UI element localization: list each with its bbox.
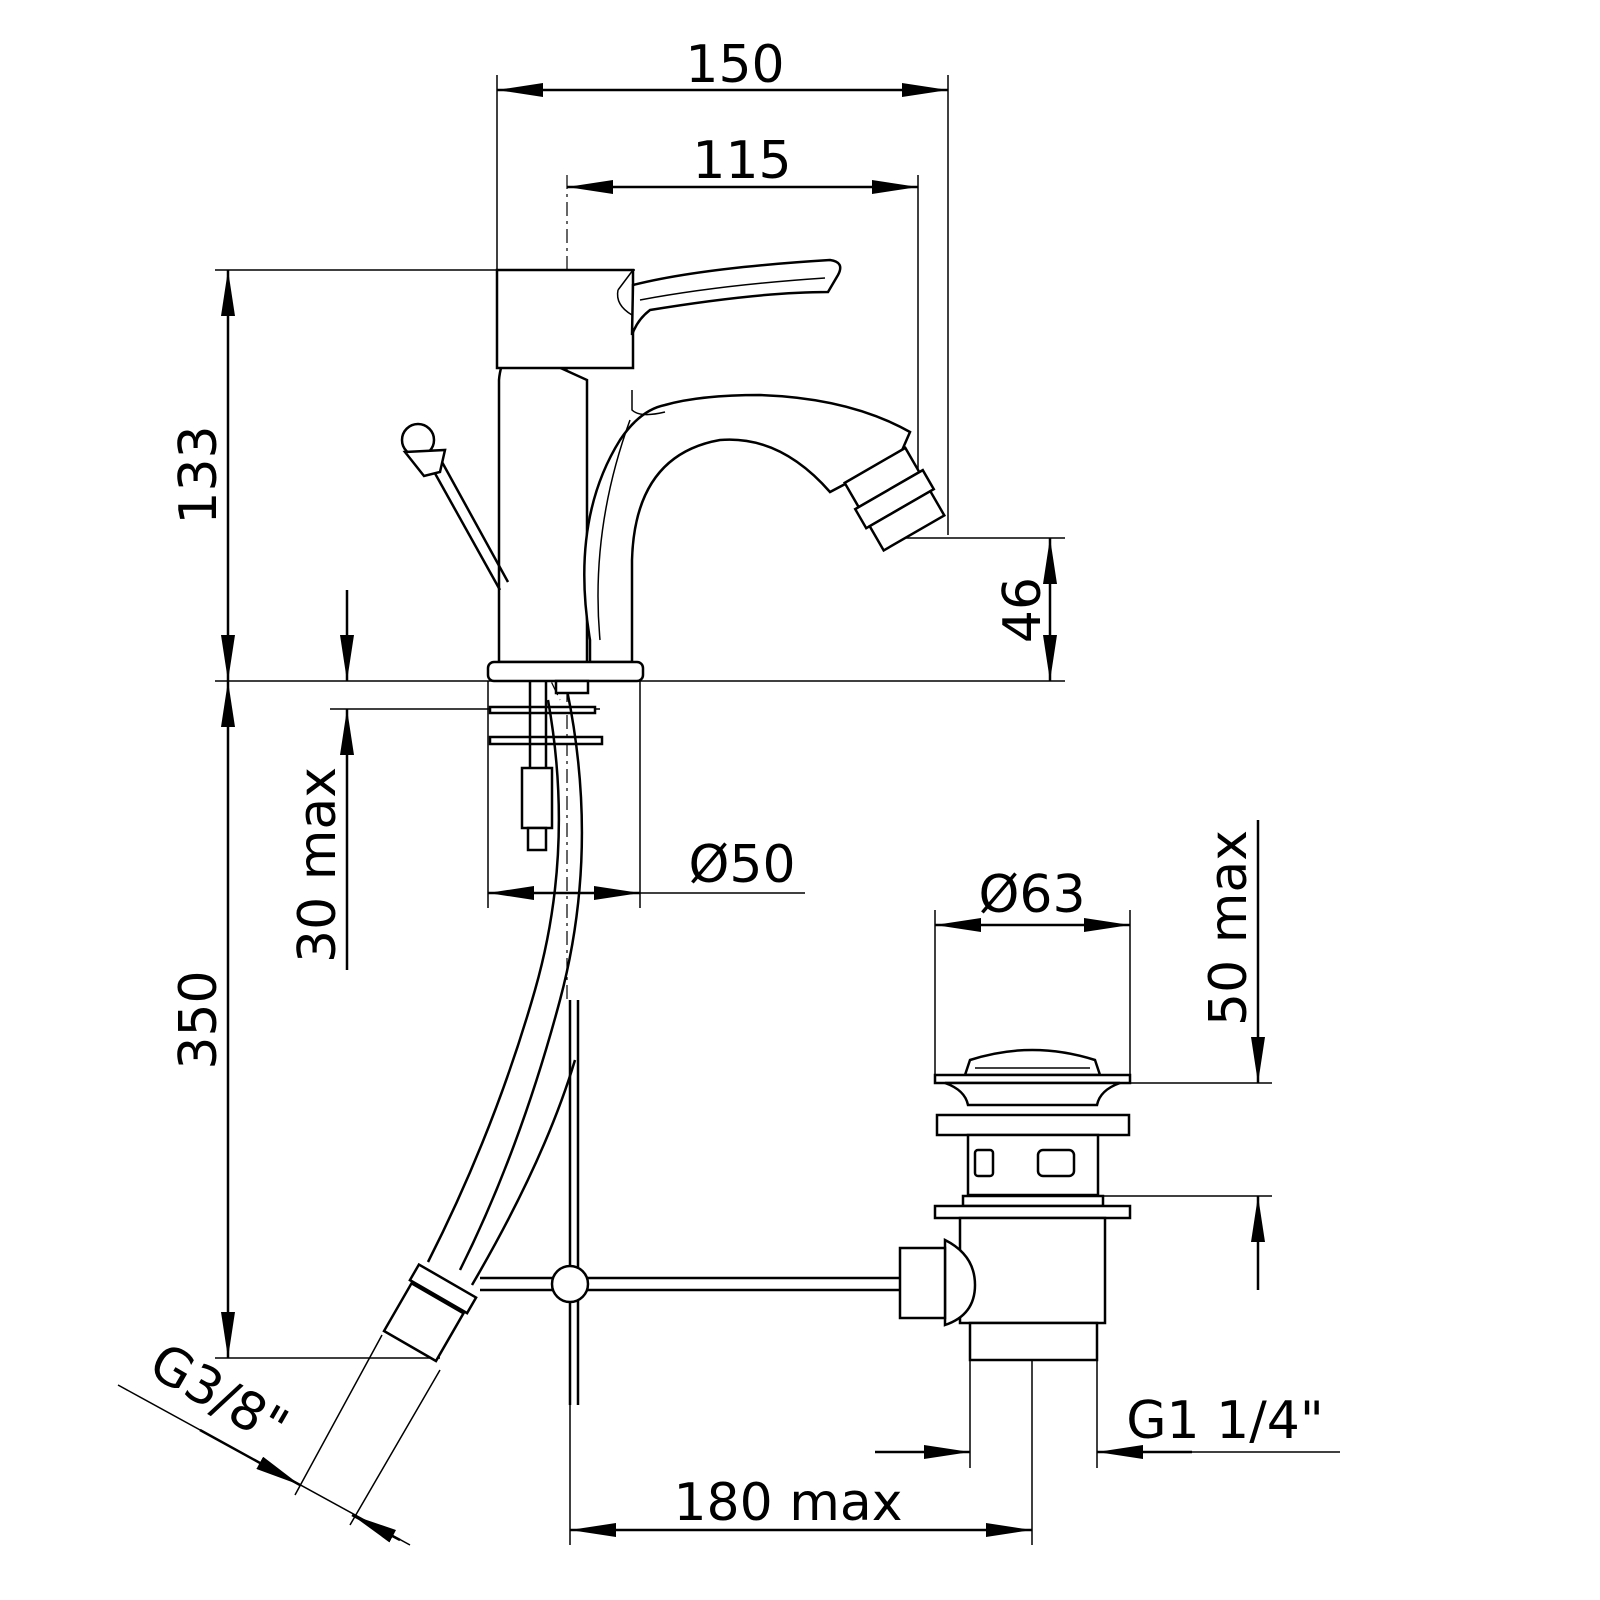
dim-180-max: 180 max [673, 1473, 902, 1533]
dimension-lines [199, 83, 1265, 1543]
dim-50-max: 50 max [1199, 830, 1259, 1026]
dim-30-max: 30 max [288, 767, 348, 963]
dim-150: 150 [685, 35, 784, 95]
faucet-body [486, 258, 947, 683]
popup-lift-rod [400, 422, 510, 591]
dim-diameter-50: Ø50 [688, 835, 795, 895]
dim-115: 115 [692, 131, 791, 191]
aerator [842, 446, 947, 553]
popup-waste [898, 1048, 1132, 1362]
dim-46: 46 [993, 577, 1053, 643]
dim-diameter-63: Ø63 [978, 865, 1085, 925]
under-deck [382, 679, 900, 1405]
dimension-labels: 150 115 133 46 30 max Ø50 350 G3/8" Ø63 … [139, 35, 1323, 1533]
dim-350: 350 [169, 970, 229, 1069]
dim-133: 133 [169, 425, 229, 524]
dim-g1-1-4: G1 1/4" [1126, 1391, 1324, 1451]
